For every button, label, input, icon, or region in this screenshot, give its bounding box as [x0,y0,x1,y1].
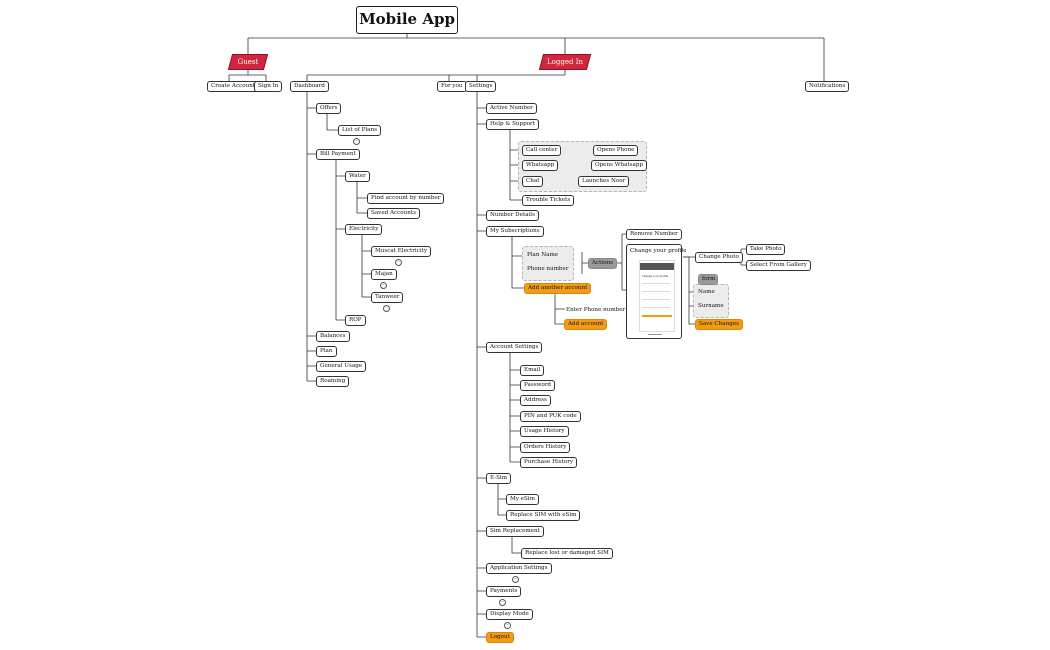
orders-history-node[interactable]: Orders History [520,442,571,453]
guest-node[interactable]: Guest [227,54,269,70]
remove-number-node[interactable]: Remove Number [626,229,682,240]
email-node[interactable]: Email [520,365,545,376]
take-photo-node[interactable]: Take Photo [746,244,786,255]
opens-phone-node[interactable]: Opens Phone [593,145,639,156]
phone-number-label: Phone number [527,266,569,272]
form-label: form [698,274,718,285]
collapsed-badge-icon[interactable]: − [512,576,519,583]
password-node[interactable]: Password [520,380,555,391]
logged-in-node[interactable]: Logged In [538,54,592,70]
select-gallery-node[interactable]: Select From Gallery [746,260,811,271]
diagram-title: Mobile App [356,6,458,34]
general-usage-node[interactable]: General Usage [316,361,367,372]
opens-whatsapp-node[interactable]: Opens Whatsapp [591,160,648,171]
collapsed-badge-icon[interactable]: − [353,138,360,145]
offers-node[interactable]: Offers [316,103,342,114]
roaming-node[interactable]: Roaming [316,376,350,387]
account-settings-node[interactable]: Account Settings [486,342,543,353]
trouble-tickets-node[interactable]: Trouble Tickets [522,195,575,206]
esim-node[interactable]: E-Sim [486,473,512,484]
surname-field-label: Surname [698,303,724,309]
phone-field-line [642,307,670,308]
subscription-card-group [522,246,574,281]
phone-mini-title: Change your profile [642,275,669,278]
phone-save-button [642,315,672,317]
phone-field-line [642,283,670,284]
call-center-node[interactable]: Call center [522,145,562,156]
plan-node[interactable]: Plan [316,346,337,357]
find-account-node[interactable]: Find account by number [367,193,445,204]
replace-sim-esim-node[interactable]: Replace SIM with eSim [506,510,581,521]
collapsed-badge-icon[interactable]: − [504,622,511,629]
phone-home-bar [648,334,662,335]
phone-field-line [642,299,670,300]
change-profile-title: Change your profile [630,248,687,254]
purchase-history-node[interactable]: Purchase History [520,457,578,468]
application-settings-node[interactable]: Application Settings [486,563,552,574]
add-account-node[interactable]: Add account [564,319,608,330]
active-number-node[interactable]: Active Number [486,103,537,114]
dashboard-node[interactable]: Dashboard [290,81,329,92]
logout-node[interactable]: Logout [486,632,514,643]
help-support-node[interactable]: Help & Support [486,119,539,130]
add-another-account-node[interactable]: Add another account [524,283,592,294]
for-you-node[interactable]: For you [437,81,467,92]
sim-replacement-node[interactable]: Sim Replacement [486,526,544,537]
majan-node[interactable]: Majan [371,269,397,280]
usage-history-node[interactable]: Usage History [520,426,569,437]
whatsapp-node[interactable]: Whatsapp [522,160,559,171]
address-node[interactable]: Address [520,395,551,406]
collapsed-badge-icon[interactable]: − [395,259,402,266]
sign-in-node[interactable]: Sign In [254,81,283,92]
balances-node[interactable]: Balances [316,331,350,342]
collapsed-badge-icon[interactable]: − [380,282,387,289]
display-mode-node[interactable]: Display Mode [486,609,533,620]
phone-header-bar [640,263,674,270]
list-of-plans-node[interactable]: List of Plans [338,125,381,136]
bill-payment-node[interactable]: Bill Payment [316,149,360,160]
pin-puk-node[interactable]: PIN and PUK code [520,411,581,422]
phone-screen-preview: Change your profile [639,260,675,332]
chat-node[interactable]: Chat [522,176,544,187]
phone-field-line [642,291,670,292]
my-esim-node[interactable]: My eSim [506,494,539,505]
change-photo-node[interactable]: Change Photo [695,252,743,263]
rop-node[interactable]: ROP [345,315,366,326]
saved-accounts-node[interactable]: Saved Accounts [367,208,420,219]
save-changes-node[interactable]: Save Changes [695,319,743,330]
enter-phone-label: Enter Phone number [566,307,626,313]
notifications-node[interactable]: Notifications [805,81,850,92]
name-field-label: Name [698,289,715,295]
collapsed-badge-icon[interactable]: − [499,599,506,606]
my-subscriptions-node[interactable]: My Subscriptions [486,226,544,237]
muscat-electricity-node[interactable]: Muscat Electricity [371,246,432,257]
tanweer-node[interactable]: Tanweer [371,292,404,303]
actions-node[interactable]: Actions [588,258,617,269]
electricity-node[interactable]: Electricity [345,224,383,235]
replace-lost-sim-node[interactable]: Replace lost or damaged SIM [521,548,613,559]
create-account-node[interactable]: Create Account [207,81,260,92]
collapsed-badge-icon[interactable]: − [383,305,390,312]
plan-name-label: Plan Name [527,252,559,258]
number-details-node[interactable]: Number Details [486,210,539,221]
water-node[interactable]: Water [345,171,370,182]
launches-noor-node[interactable]: Launches Noor [578,176,630,187]
settings-node[interactable]: Settings [465,81,497,92]
payments-node[interactable]: Payments [486,586,522,597]
change-profile-screen[interactable]: Change your profile Change your profile [626,244,687,339]
